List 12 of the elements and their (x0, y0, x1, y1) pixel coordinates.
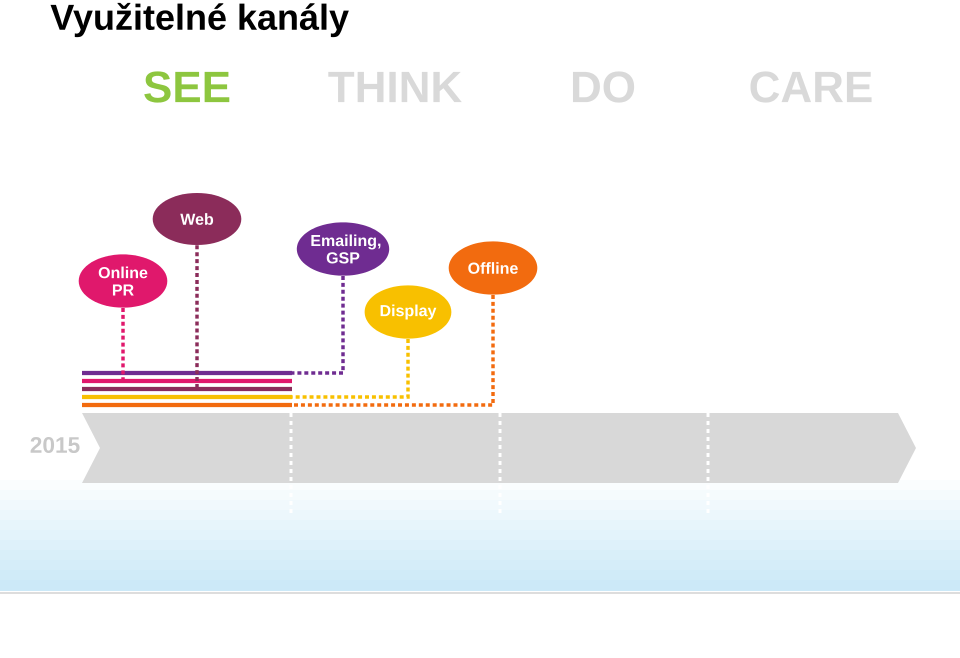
channel-bubble: Online PR (78, 254, 168, 308)
channel-bubble: Web (152, 193, 242, 245)
channel-bubble: Emailing, GSP (296, 222, 390, 276)
channel-bubble: Display (364, 285, 452, 339)
channel-bubble: Offline (448, 241, 538, 295)
dotted-connector (121, 308, 125, 381)
dotted-connector (292, 276, 345, 375)
dotted-connector (195, 245, 199, 389)
dotted-connector (292, 338, 410, 399)
title: Využitelné kanály (50, 2, 349, 38)
stage-heading: SEE (144, 71, 230, 103)
dotted-connector (292, 294, 495, 407)
